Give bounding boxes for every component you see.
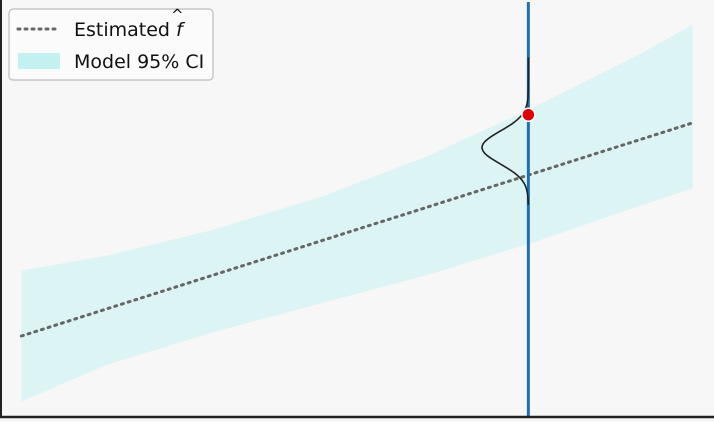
legend-label-estimated: Estimated f (74, 19, 186, 41)
density-curve (481, 57, 530, 205)
point-layer (521, 107, 536, 122)
estimate-line-layer (19, 121, 695, 338)
observation-point (521, 107, 536, 122)
legend: Estimated f ^ Model 95% CI (8, 6, 214, 81)
estimated-line (19, 121, 695, 338)
density-layer (481, 57, 530, 205)
legend-label-hat: ^ (171, 6, 184, 24)
legend-label-ci: Model 95% CI (74, 51, 204, 73)
legend-swatch-ci (18, 53, 60, 69)
